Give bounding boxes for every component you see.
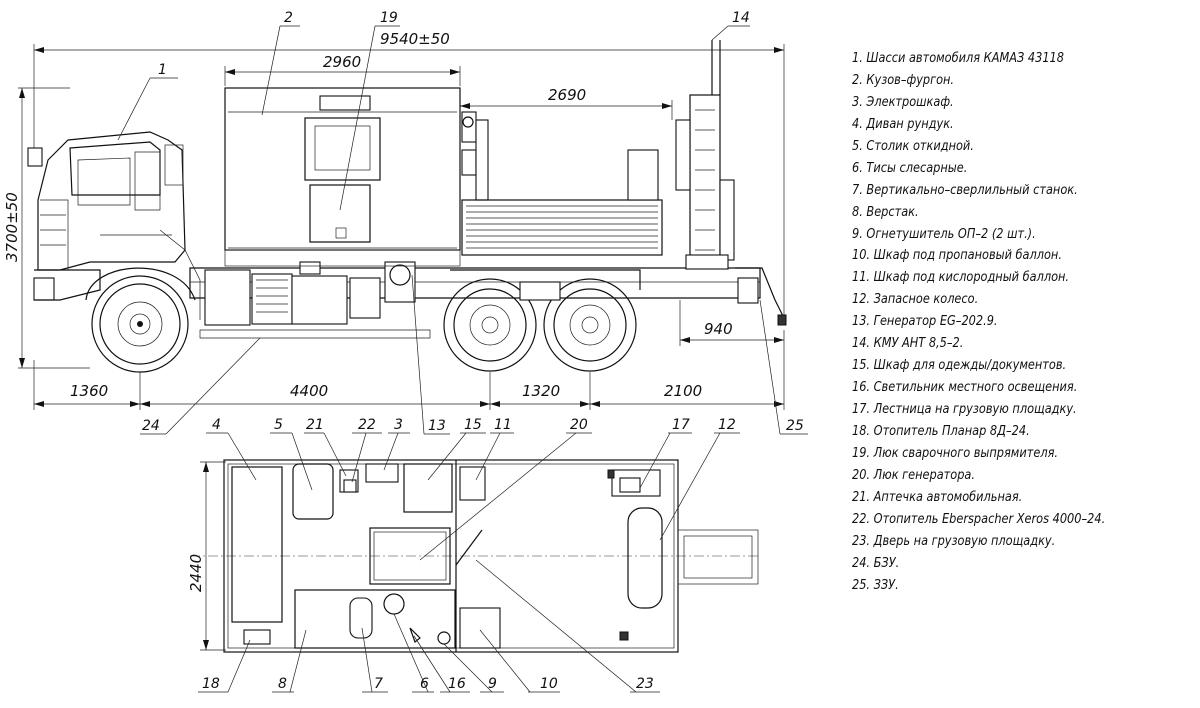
callout-17: 17 — [672, 417, 690, 433]
rear-overhang-label: 2100 — [664, 382, 702, 400]
front-wheel — [85, 267, 196, 373]
bottom-dimensions: 1360 4400 1320 2100 940 — [33, 300, 785, 410]
wheelbase-label: 4400 — [290, 382, 328, 400]
callout-9: 9 — [488, 676, 497, 692]
callout-3: 3 — [394, 417, 403, 433]
legend-item: 3. Электрошкаф. — [852, 94, 954, 110]
wardrobe — [403, 463, 453, 513]
front-overhang-label: 1360 — [70, 382, 108, 400]
legend-item: 5. Столик откидной. — [852, 138, 974, 154]
callout-11: 11 — [494, 417, 512, 433]
legend-item: 14. КМУ АНТ 8,5–2. — [852, 336, 964, 352]
overall-length-dimension: 9540±50 — [33, 30, 785, 320]
callout-1: 1 — [158, 62, 167, 78]
crane — [675, 40, 787, 326]
callout-14: 14 — [732, 10, 750, 26]
generator-hatch — [369, 527, 451, 585]
bogie-label: 1320 — [522, 382, 560, 400]
overall-length-label: 9540±50 — [380, 30, 450, 48]
legend-item: 16. Светильник местного освещения. — [852, 380, 1078, 396]
legend-item: 11. Шкаф под кислородный баллон. — [852, 270, 1070, 286]
callout-23: 23 — [636, 676, 654, 692]
fire-extinguisher — [437, 631, 451, 645]
rear-step — [677, 529, 759, 585]
legend-item: 1. Шасси автомобиля КАМАЗ 43118 — [852, 51, 1064, 66]
legend-item: 19. Люк сварочного выпрямителя. — [852, 445, 1059, 461]
callout-7: 7 — [374, 676, 383, 692]
plan-view: 2440 — [187, 417, 760, 693]
callout-12: 12 — [718, 417, 736, 433]
callout-25: 25 — [786, 418, 804, 434]
propane-cabinet — [459, 607, 501, 649]
legend-item: 13. Генератор EG–202.9. — [852, 314, 998, 330]
callout-16: 16 — [448, 676, 466, 692]
callout-22: 22 — [358, 417, 376, 433]
legend-item: 20. Люк генератора. — [852, 467, 975, 483]
legend-item: 6. Тисы слесарные. — [852, 160, 968, 176]
legend-item: 7. Вертикально–сверлильный станок. — [852, 182, 1078, 198]
box-van-body — [224, 87, 489, 267]
legend-item: 22. Отопитель Eberspacher Xeros 4000–24. — [852, 511, 1106, 527]
callout-15: 15 — [464, 417, 482, 433]
plan-callouts: 4 5 21 22 3 15 11 20 17 — [198, 417, 740, 693]
spare-wheel — [627, 507, 663, 609]
callout-13: 13 — [428, 418, 446, 434]
body-length-dimension: 2960 — [224, 53, 461, 86]
callout-20: 20 — [570, 417, 588, 433]
height-dimension: 3700±50 — [3, 87, 90, 369]
workbench — [294, 589, 456, 649]
heater-planar — [243, 629, 271, 645]
body-width-dimension: 2440 — [187, 461, 226, 651]
callout-18: 18 — [202, 676, 220, 692]
drill-press — [349, 597, 373, 639]
callout-4: 4 — [212, 417, 221, 433]
callout-6: 6 — [420, 676, 429, 692]
chassis-frame — [189, 261, 761, 339]
callout-21: 21 — [306, 417, 324, 433]
platform-length-label: 2690 — [548, 86, 586, 104]
work-lamp — [409, 627, 421, 643]
callout-10: 10 — [540, 676, 558, 692]
legend-item: 17. Лестница на грузовую площадку. — [852, 402, 1077, 417]
parts-legend: 1. Шасси автомобиля КАМАЗ 43118 2. Кузов–… — [852, 48, 1192, 596]
legend-item: 25. ЗЗУ. — [852, 577, 899, 593]
oxygen-cabinet — [459, 466, 486, 501]
legend-item: 9. Огнетушитель ОП–2 (2 шт.). — [852, 226, 1036, 242]
callout-19: 19 — [380, 10, 398, 26]
side-view: 9540±50 3700±50 2960 2690 — [3, 10, 808, 435]
legend-item: 12. Запасное колесо. — [852, 292, 979, 308]
body-width-label: 2440 — [187, 554, 205, 592]
bench-vise — [383, 593, 405, 615]
legend-item: 24. БЗУ. — [852, 555, 900, 571]
legend-item: 2. Кузов–фургон. — [852, 72, 955, 88]
legend-item: 23. Дверь на грузовую площадку. — [852, 533, 1056, 549]
platform-length-dimension: 2690 — [460, 86, 673, 120]
callout-24: 24 — [142, 418, 160, 434]
rear-wheels — [443, 269, 641, 372]
callout-8: 8 — [278, 676, 287, 692]
callout-5: 5 — [274, 417, 283, 433]
body-length-label: 2960 — [323, 53, 361, 71]
electrical-cabinet — [365, 463, 399, 483]
sofa-locker — [231, 466, 283, 623]
platform-door — [455, 529, 483, 566]
legend-item: 15. Шкаф для одежды/документов. — [852, 358, 1067, 374]
truck-cab — [27, 131, 201, 320]
side-callouts: 1 2 19 14 24 13 25 — [117, 10, 808, 435]
height-label: 3700±50 — [3, 192, 21, 262]
callout-2: 2 — [284, 10, 293, 26]
legend-item: 8. Верстак. — [852, 204, 919, 220]
legend-item: 10. Шкаф под пропановый баллон. — [852, 248, 1062, 264]
legend-item: 4. Диван рундук. — [852, 116, 954, 132]
rear-platform-label: 940 — [704, 320, 733, 338]
legend-item: 18. Отопитель Планар 8Д–24. — [852, 423, 1030, 439]
legend-item: 21. Аптечка автомобильная. — [852, 489, 1023, 505]
folding-table — [292, 463, 334, 520]
cargo-platform — [461, 149, 663, 256]
